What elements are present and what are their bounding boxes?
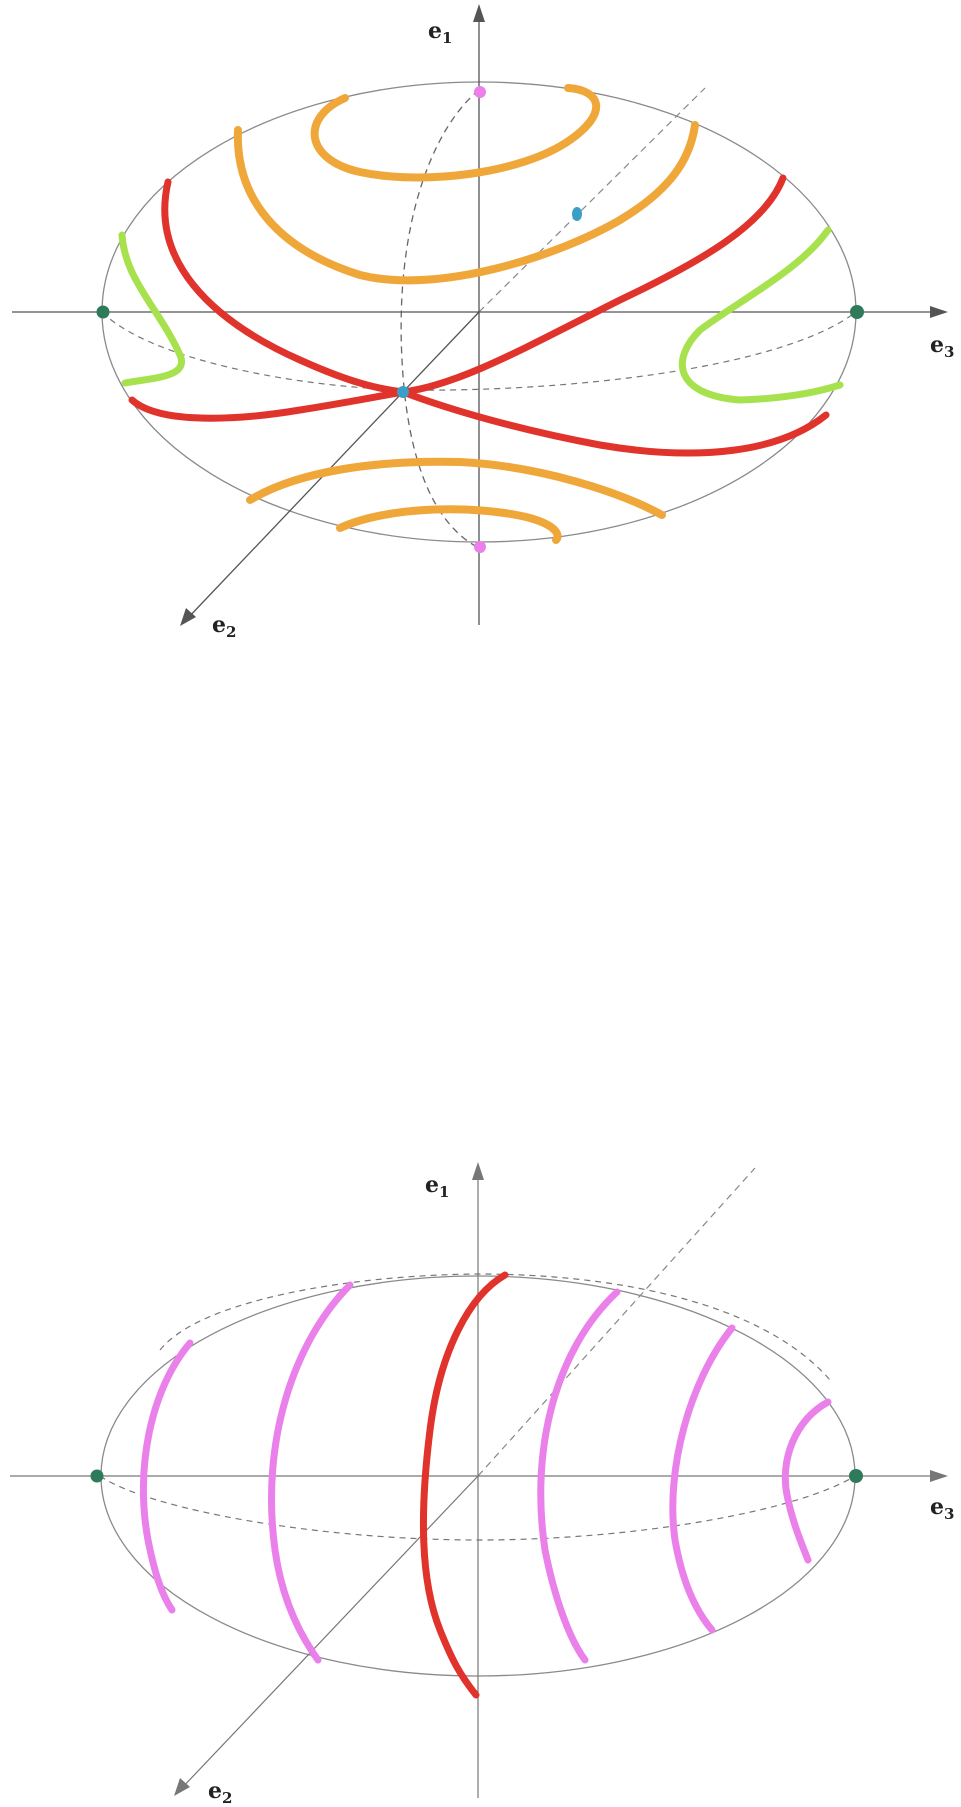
- e3-arrowhead: [930, 1470, 948, 1482]
- ellipsoid-bottom-svg: e1 e2 e3: [10, 1162, 954, 1807]
- e2-axis: [185, 311, 480, 621]
- e2-axis: [179, 1475, 479, 1791]
- green-curves: [118, 226, 844, 404]
- e2-axis-back-dashed: [478, 87, 706, 313]
- green-curve-right: [679, 226, 844, 404]
- red-curve-upper-left: [161, 178, 407, 396]
- red-curve-lower-left: [128, 388, 407, 422]
- e3-arrowhead: [930, 306, 948, 318]
- orange-curve-lower-band: [246, 457, 666, 519]
- pink-curve-1: [140, 1339, 194, 1614]
- red-curve-lower-right: [399, 388, 830, 457]
- pink-curves: [140, 1281, 832, 1664]
- orange-curve-upper-band: [233, 121, 699, 285]
- green-curve-left: [118, 231, 185, 387]
- e1-label: e1: [425, 1172, 449, 1201]
- ellipsoid-diagram-top: e1 e2 e3: [0, 0, 961, 640]
- e2-label: e2: [212, 612, 236, 640]
- red-curve-upper-right: [399, 174, 787, 396]
- saddle-point: [397, 386, 409, 398]
- ellipsoid-top-svg: e1 e2 e3: [12, 4, 954, 640]
- equator-left-point: [90, 1469, 104, 1483]
- e3-label: e3: [930, 332, 954, 361]
- pink-curve-3: [537, 1288, 621, 1664]
- pink-curve-4: [669, 1324, 736, 1634]
- orange-curve-bottom-loop: [336, 505, 562, 544]
- orange-curves: [233, 84, 699, 544]
- e3-label: e3: [930, 1494, 954, 1523]
- e1-arrowhead: [472, 1162, 484, 1180]
- pink-curve-5: [781, 1398, 832, 1564]
- pole-bottom-point: [474, 541, 486, 553]
- e2-label: e2: [208, 1778, 232, 1807]
- pink-curve-2: [268, 1281, 354, 1664]
- meridian-dashed: [400, 89, 480, 549]
- pole-top-point: [474, 86, 486, 98]
- e2-arrowhead: [174, 1778, 190, 1796]
- red-meridian-curve: [419, 1271, 509, 1699]
- e2-arrowhead: [180, 608, 196, 626]
- equator-left-point: [96, 305, 110, 319]
- e1-label: e1: [428, 18, 452, 47]
- teal-point-upper: [572, 207, 582, 221]
- equator-right-point: [849, 1469, 863, 1483]
- e1-arrowhead: [473, 4, 485, 22]
- red-curves: [128, 174, 830, 457]
- orange-curve-top-loop: [310, 84, 601, 182]
- e2-axis-back-dashed: [477, 1167, 756, 1477]
- ellipsoid-diagram-bottom: e1 e2 e3: [0, 1150, 961, 1807]
- equator-right-point: [850, 305, 864, 319]
